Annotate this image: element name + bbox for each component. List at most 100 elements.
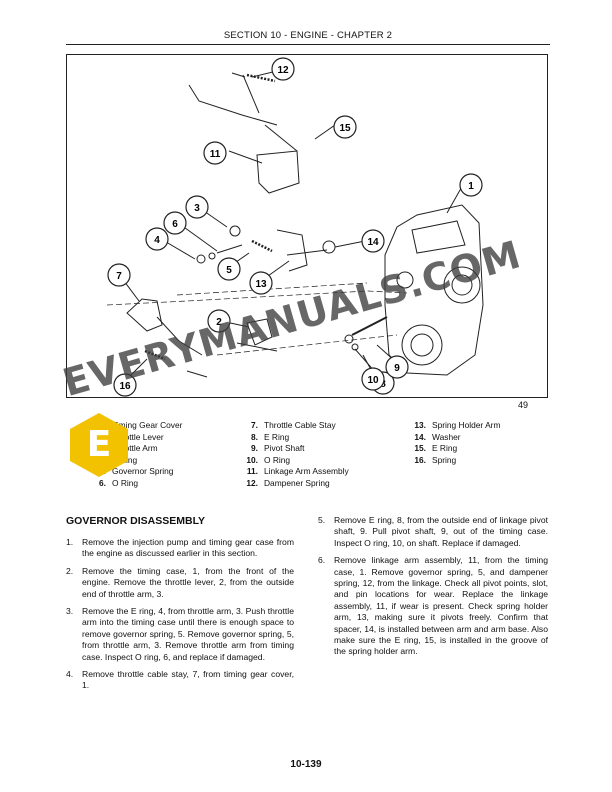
legend-item-label: E Ring — [112, 454, 138, 465]
callout-label: 13 — [255, 279, 267, 290]
callout-label: 5 — [226, 265, 232, 276]
legend-item-label: Linkage Arm Assembly — [264, 466, 349, 477]
step-number: 1. — [66, 537, 74, 547]
legend-item-label: Pivot Shaft — [264, 443, 305, 454]
legend-item-label: Timing Gear Cover — [112, 420, 183, 430]
legend-item: 15.E Ring — [406, 443, 500, 455]
callout-circle — [185, 195, 209, 219]
step-text: Remove the injection pump and timing gea… — [82, 537, 294, 559]
procedure-step: 5.Remove E ring, 8, from the outside end… — [318, 515, 548, 549]
section-header: SECTION 10 - ENGINE - CHAPTER 2 — [223, 30, 393, 41]
callout-layer: 12151113641451372168109 — [107, 57, 483, 397]
legend-item-number: 9. — [251, 443, 258, 454]
exploded-diagram: 12151113641451372168109 — [66, 54, 548, 398]
legend-item-number: 6. — [99, 477, 106, 488]
legend-item-label: E Ring — [264, 431, 290, 442]
legend-item-number: 10. — [246, 454, 258, 465]
legend-item-label: O Ring — [264, 454, 291, 465]
page-number: 10-139 — [290, 759, 322, 770]
callout-1: 1 — [459, 173, 483, 197]
legend-item-number: 4. — [99, 454, 106, 465]
steps-right: 5.Remove E ring, 8, from the outside end… — [318, 515, 548, 664]
legend-item: 13. Spring Holder Arm — [406, 420, 500, 432]
legend-item-number: 13. — [414, 420, 426, 430]
legend-item-number: 15. — [414, 443, 426, 454]
steps-left: 1. Remove the injection pump and timing g… — [66, 537, 294, 698]
callout-circle — [203, 141, 227, 165]
callout-circle — [145, 227, 169, 251]
legend-item: 3. Throttle Arm — [86, 443, 182, 455]
legend-item: 8. E Ring — [238, 432, 349, 444]
callout-label: 14 — [367, 237, 379, 248]
legend-item: 1. Timing Gear Cover — [86, 420, 182, 432]
legend-item-number: 8. — [251, 431, 258, 442]
callout-9: 9 — [385, 355, 409, 379]
callout-circle — [113, 373, 137, 397]
callout-label: 3 — [194, 203, 200, 214]
legend-item-number: 12. — [246, 477, 258, 488]
legend-item-label: O Ring — [112, 477, 139, 488]
legend-item-label: Governor Spring — [112, 466, 174, 477]
callout-4: 4 — [145, 227, 169, 251]
callout-circle — [107, 263, 131, 287]
callout-label: 16 — [119, 381, 131, 392]
legend-item: 5. Governor Spring — [86, 466, 182, 478]
callout-circle — [249, 271, 273, 295]
legend-item-number: 16. — [414, 454, 426, 465]
legend-item: 10. O Ring — [238, 455, 349, 467]
procedure-step: 4. Remove throttle cable stay, 7, from ti… — [66, 669, 294, 692]
diagram-drawing: 12151113641451372168109 — [106, 57, 484, 397]
step-text: Remove linkage arm assembly, 11, from th… — [334, 555, 548, 657]
callout-circle — [163, 211, 187, 235]
legend-item-label: Washer — [432, 431, 461, 442]
callout-16: 16 — [113, 373, 137, 397]
callout-label: 2 — [216, 317, 222, 328]
section-title: GOVERNOR DISASSEMBLY — [66, 515, 206, 527]
legend-item-number: 3. — [99, 443, 106, 454]
callout-label: 8 — [380, 379, 386, 390]
callout-13: 13 — [249, 271, 273, 295]
legend-item-number: 1. — [99, 420, 106, 430]
step-number: 3. — [66, 606, 74, 617]
callout-circle — [361, 367, 385, 391]
callout-label: 12 — [277, 65, 289, 76]
callout-circle — [361, 229, 385, 253]
callout-circle — [271, 57, 295, 81]
legend-item: 16.Spring — [406, 455, 500, 467]
legend-item: 6. O Ring — [86, 478, 182, 490]
legend-item-label: Throttle Arm — [112, 443, 158, 454]
legend-item-label: Throttle Cable Stay — [264, 420, 336, 430]
callout-circle — [207, 309, 231, 333]
legend-item-number: 11. — [246, 466, 258, 477]
procedure-step: 1. Remove the injection pump and timing g… — [66, 537, 294, 560]
callout-11: 11 — [203, 141, 227, 165]
callout-label: 1 — [468, 181, 474, 192]
callout-6: 6 — [163, 211, 187, 235]
step-number: 4. — [66, 669, 74, 680]
step-text: Remove the E ring, 4, from throttle arm,… — [82, 606, 294, 662]
callout-label: 9 — [394, 363, 400, 374]
step-number: 6. — [318, 555, 326, 566]
legend-item-label: Spring Holder Arm — [432, 420, 501, 430]
procedure-step: 3. Remove the E ring, 4, from throttle ar… — [66, 606, 294, 663]
callout-circle — [333, 115, 357, 139]
callout-label: 10 — [367, 375, 379, 386]
step-text: Remove the timing case, 1, from the fron… — [82, 565, 294, 599]
callout-label: 6 — [172, 219, 178, 230]
legend-item-number: 5. — [99, 466, 106, 477]
callout-circle — [385, 355, 409, 379]
callout-10: 10 — [361, 367, 385, 391]
figure-number: 49 — [518, 400, 529, 410]
legend-item-label: Dampener Spring — [264, 477, 330, 488]
step-text: Remove throttle cable stay, 7, from timi… — [82, 669, 294, 691]
timing-gear-cover-shape — [384, 204, 484, 376]
legend-item-number: 2. — [99, 431, 106, 442]
legend-item: 2.Throttle Lever — [86, 432, 182, 444]
callout-3: 3 — [185, 195, 209, 219]
callout-14: 14 — [361, 229, 385, 253]
legend-item: 9. Pivot Shaft — [238, 443, 349, 455]
callout-label: 7 — [116, 271, 122, 282]
